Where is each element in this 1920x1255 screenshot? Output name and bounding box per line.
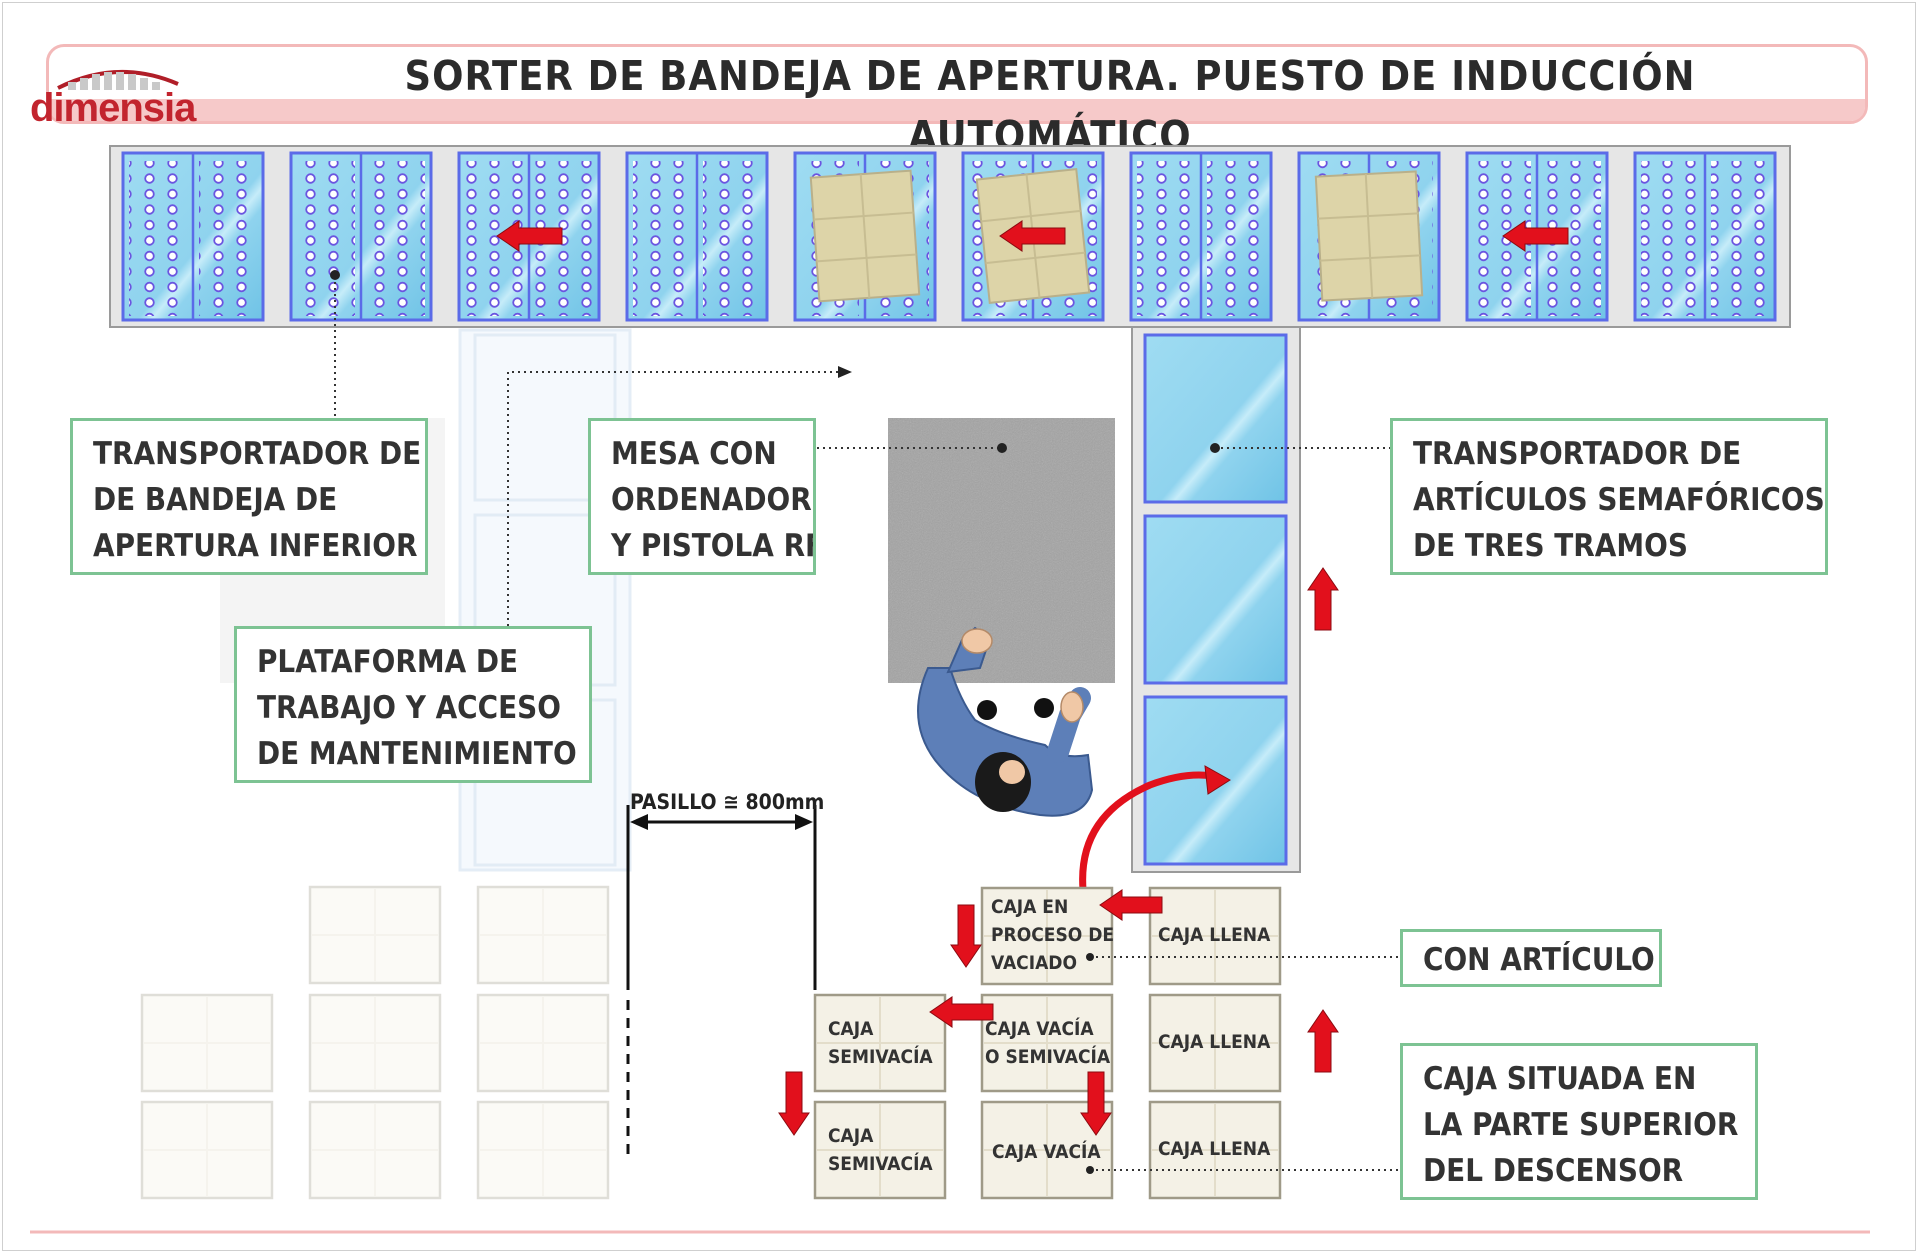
box-full-label-3: CAJA LLENA bbox=[1158, 1138, 1271, 1160]
label-work-platform: PLATAFORMA DE TRABAJO Y ACCESO DE MANTEN… bbox=[234, 626, 592, 783]
box-semi-label-1: CAJA SEMIVACÍA bbox=[828, 1018, 933, 1068]
sorter-tray bbox=[289, 151, 433, 322]
title-bar bbox=[46, 44, 1868, 124]
ghost-box bbox=[476, 1100, 610, 1200]
box-grid bbox=[813, 886, 1282, 1200]
label-lower-tray-conveyor: TRANSPORTADOR DE DE BANDEJA DE APERTURA … bbox=[70, 418, 428, 575]
operator-figure bbox=[917, 626, 1094, 817]
red-arrow bbox=[1099, 889, 1163, 921]
traffic-light-conveyor bbox=[1131, 326, 1301, 873]
ghost-box bbox=[476, 885, 610, 985]
ghost-box bbox=[308, 885, 442, 985]
box-full-label-2: CAJA LLENA bbox=[1158, 1031, 1271, 1053]
ghost-box bbox=[140, 993, 274, 1093]
aisle-width-label: PASILLO ≅ 800mm bbox=[630, 790, 825, 814]
red-arrow bbox=[1080, 1071, 1112, 1136]
label-desk: MESA CON ORDENADOR Y PISTOLA RF bbox=[588, 418, 816, 575]
box-full-label-1: CAJA LLENA bbox=[1158, 924, 1271, 946]
ghost-box bbox=[308, 1100, 442, 1200]
cardboard-box bbox=[813, 1100, 947, 1200]
box-semi-label-2: CAJA SEMIVACÍA bbox=[828, 1125, 933, 1175]
sorter-tray bbox=[1129, 151, 1273, 322]
box-emptying-label: CAJA EN PROCESO DE VACIADO bbox=[991, 896, 1115, 974]
sorter-tray bbox=[121, 151, 265, 322]
sorter-tray bbox=[1633, 151, 1777, 322]
sorter-tray bbox=[625, 151, 769, 322]
label-with-item: CON ARTÍCULO bbox=[1400, 929, 1662, 987]
stacked-boxes-ghost bbox=[140, 885, 610, 1200]
label-top-of-descender: CAJA SITUADA EN LA PARTE SUPERIOR DEL DE… bbox=[1400, 1043, 1758, 1200]
red-arrow bbox=[778, 1071, 810, 1136]
cardboard-box bbox=[813, 993, 947, 1093]
box-empty-or-semi-label: CAJA VACÍA O SEMIVACÍA bbox=[985, 1018, 1111, 1068]
logo-text: dimensia bbox=[30, 86, 196, 130]
sorter-tray bbox=[457, 151, 601, 322]
aisle-dimension bbox=[626, 805, 817, 1160]
cardboard-box bbox=[1148, 1100, 1282, 1200]
lower-level-ghost bbox=[220, 328, 632, 872]
flow-arrows bbox=[496, 220, 1569, 1136]
box-empty-label: CAJA VACÍA bbox=[992, 1141, 1101, 1163]
cardboard-box bbox=[1148, 886, 1282, 986]
red-arrow bbox=[929, 996, 994, 1028]
red-arrow bbox=[496, 220, 563, 252]
cardboard-box bbox=[1148, 993, 1282, 1093]
ghost-box bbox=[308, 993, 442, 1093]
cardboard-box bbox=[980, 886, 1114, 986]
label-traffic-light-conveyor: TRANSPORTADOR DE ARTÍCULOS SEMAFÓRICOS D… bbox=[1390, 418, 1828, 575]
red-arrow bbox=[1502, 220, 1569, 252]
ghost-box bbox=[140, 1100, 274, 1200]
upper-sorter-conveyor bbox=[109, 145, 1791, 328]
transfer-arrow bbox=[1079, 771, 1213, 906]
red-arrow bbox=[999, 220, 1066, 252]
red-arrow bbox=[1307, 1009, 1339, 1073]
red-arrow bbox=[950, 904, 982, 968]
ghost-box bbox=[476, 993, 610, 1093]
logo-icon bbox=[57, 70, 179, 90]
cardboard-box bbox=[980, 993, 1114, 1093]
parcel bbox=[809, 169, 921, 303]
red-arrow bbox=[1307, 567, 1339, 631]
leader-lines bbox=[334, 276, 1400, 1171]
parcel bbox=[1314, 170, 1424, 302]
